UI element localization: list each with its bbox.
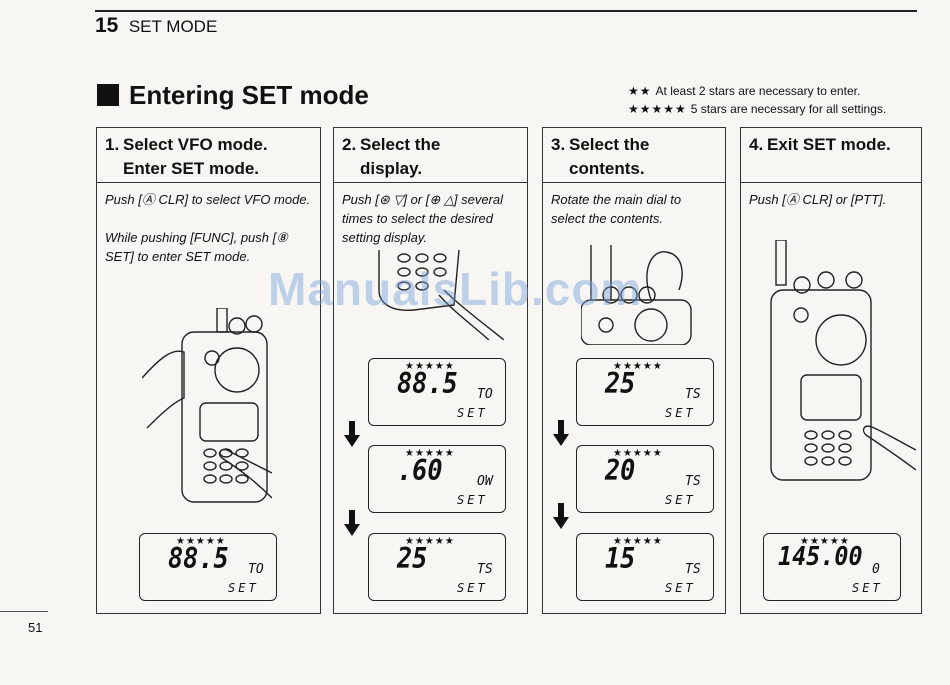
note-text: At least 2 stars are necessary to enter. <box>655 84 861 98</box>
lcd-value: 25 <box>397 542 428 575</box>
section-header: 15 SET MODE <box>95 14 217 38</box>
step-heading-line1: Select the <box>360 135 441 154</box>
step-heading: 1.Select VFO mode. Enter SET mode. <box>97 128 320 183</box>
lcd-value: 145.00 <box>778 542 863 572</box>
lcd-sub-label: TS <box>685 562 701 577</box>
lcd-set-label: SET <box>665 581 696 595</box>
lcd-set-label: SET <box>457 406 488 420</box>
lcd-stars: ★★★★★ <box>613 448 663 459</box>
step-number: 3. <box>551 135 566 154</box>
lcd-display: ★★★★★ 20 TS SET <box>576 445 714 513</box>
lcd-display: ★★★★★ 25 TS SET <box>576 358 714 426</box>
lcd-display: ★★★★★ 15 TS SET <box>576 533 714 601</box>
lcd-sub-label: TO <box>477 387 493 402</box>
lcd-set-label: SET <box>228 581 259 595</box>
step-instructions: Push [Ⓐ CLR] or [PTT]. <box>741 183 921 209</box>
stars-icon: ★★★★★ <box>628 102 687 116</box>
lcd-sub-label: 0 <box>872 562 880 577</box>
lcd-value: 88.5 <box>397 367 458 400</box>
step-heading-line2: display. <box>360 159 423 178</box>
lcd-stars: ★★★★★ <box>613 361 663 372</box>
lcd-sub-label: TS <box>685 474 701 489</box>
step-1-panel: 1.Select VFO mode. Enter SET mode. Push … <box>96 127 321 614</box>
watermark: ManualsLib.com <box>268 263 643 315</box>
radio-illustration <box>142 308 272 503</box>
lcd-display: ★★★★★ 88.5 TO SET <box>368 358 506 426</box>
lcd-display: ★★★★★ 145.00 0 SET <box>763 533 901 601</box>
note-row: ★★At least 2 stars are necessary to ente… <box>628 82 886 100</box>
lcd-value: .60 <box>397 454 443 487</box>
section-number: 15 <box>95 14 119 37</box>
step-2-panel: 2.Select the display. Push [⊛ ▽] or [⊕ △… <box>333 127 528 614</box>
arrow-down-icon <box>553 503 569 529</box>
lcd-stars: ★★★★★ <box>405 361 455 372</box>
page-title: Entering SET mode <box>97 80 369 111</box>
lcd-set-label: SET <box>852 581 883 595</box>
lcd-display: ★★★★★ .60 OW SET <box>368 445 506 513</box>
lcd-set-label: SET <box>457 581 488 595</box>
instruction-paragraph: Push [⊛ ▽] or [⊕ △] several times to sel… <box>342 192 503 245</box>
lcd-stars: ★★★★★ <box>405 536 455 547</box>
step-heading-line1: Exit SET mode. <box>767 135 891 154</box>
arrow-down-icon <box>553 420 569 446</box>
star-notes: ★★At least 2 stars are necessary to ente… <box>628 82 886 118</box>
footer-rule <box>0 611 48 612</box>
step-3-panel: 3.Select the contents. Rotate the main d… <box>542 127 726 614</box>
step-4-panel: 4.Exit SET mode. Push [Ⓐ CLR] or [PTT]. … <box>740 127 922 614</box>
keypad-illustration <box>378 250 504 340</box>
lcd-value: 25 <box>605 367 636 400</box>
lcd-value: 20 <box>605 454 636 487</box>
lcd-stars: ★★★★★ <box>176 536 226 547</box>
top-rule <box>95 10 917 12</box>
step-heading: 3.Select the contents. <box>543 128 725 183</box>
title-square-icon <box>97 84 119 106</box>
dial-illustration <box>581 245 692 345</box>
lcd-sub-label: TS <box>477 562 493 577</box>
step-instructions: Push [Ⓐ CLR] to select VFO mode. While p… <box>97 183 320 266</box>
instruction-paragraph: Push [Ⓐ CLR] or [PTT]. <box>749 192 887 207</box>
step-heading: 4.Exit SET mode. <box>741 128 921 183</box>
note-text: 5 stars are necessary for all settings. <box>690 102 887 116</box>
lcd-value: 15 <box>605 542 636 575</box>
step-instructions: Rotate the main dial to select the conte… <box>543 183 725 228</box>
step-number: 1. <box>105 135 120 154</box>
lcd-set-label: SET <box>665 406 696 420</box>
step-heading: 2.Select the display. <box>334 128 527 183</box>
radio-illustration <box>770 240 916 481</box>
lcd-set-label: SET <box>665 493 696 507</box>
instruction-paragraph: While pushing [FUNC], push [⑧ SET] to en… <box>105 230 288 264</box>
lcd-sub-label: TO <box>248 562 264 577</box>
lcd-value: 88.5 <box>168 542 229 575</box>
arrow-down-icon <box>344 421 360 447</box>
step-heading-line2: contents. <box>569 159 645 178</box>
lcd-stars: ★★★★★ <box>800 536 850 547</box>
page-number: 51 <box>28 620 43 635</box>
stars-icon: ★★ <box>628 84 652 98</box>
note-row: ★★★★★5 stars are necessary for all setti… <box>628 100 886 118</box>
lcd-stars: ★★★★★ <box>613 536 663 547</box>
lcd-display: ★★★★★ 25 TS SET <box>368 533 506 601</box>
step-instructions: Push [⊛ ▽] or [⊕ △] several times to sel… <box>334 183 527 247</box>
step-number: 2. <box>342 135 357 154</box>
lcd-display: ★★★★★ 88.5 TO SET <box>139 533 277 601</box>
lcd-sub-label: OW <box>477 474 493 489</box>
lcd-set-label: SET <box>457 493 488 507</box>
title-text: Entering SET mode <box>129 80 369 110</box>
step-heading-line2: Enter SET mode. <box>123 159 260 178</box>
step-heading-line1: Select the <box>569 135 650 154</box>
instruction-paragraph: Rotate the main dial to select the conte… <box>551 192 682 226</box>
step-heading-line1: Select VFO mode. <box>123 135 268 154</box>
step-number: 4. <box>749 135 764 154</box>
lcd-stars: ★★★★★ <box>405 448 455 459</box>
arrow-down-icon <box>344 510 360 536</box>
section-name: SET MODE <box>128 17 218 36</box>
lcd-sub-label: TS <box>685 387 701 402</box>
instruction-paragraph: Push [Ⓐ CLR] to select VFO mode. <box>105 192 311 207</box>
